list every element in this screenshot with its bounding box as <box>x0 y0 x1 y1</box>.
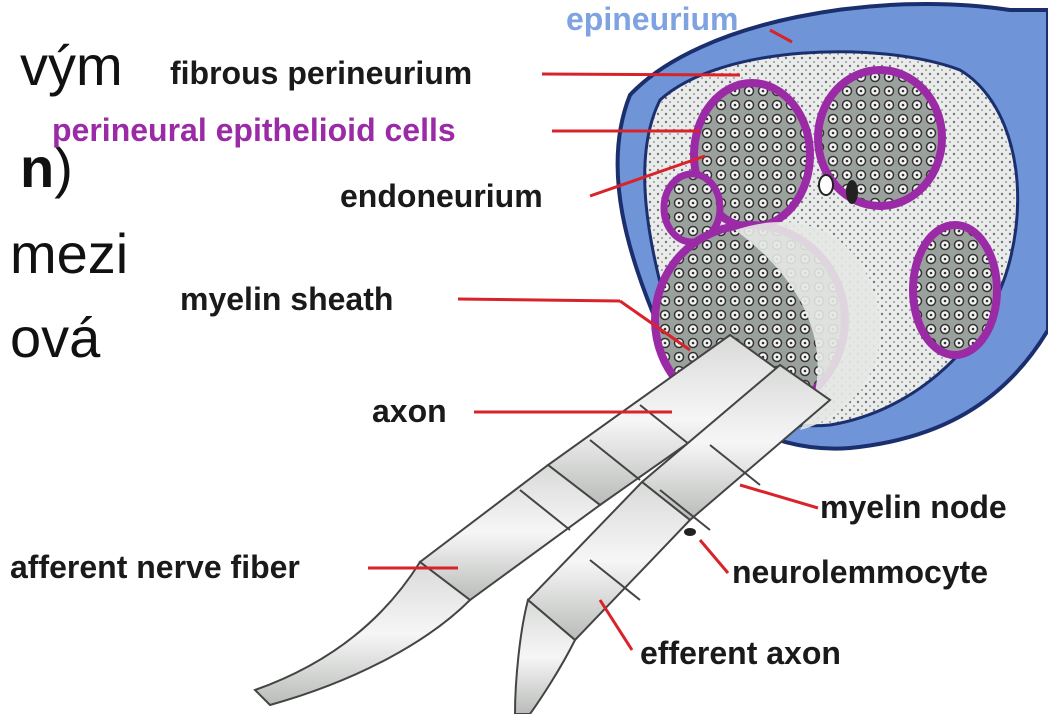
label-perineural-epithelioid-cells: perineural epithelioid cells <box>52 112 456 148</box>
label-endoneurium: endoneurium <box>340 178 543 214</box>
label-neurolemmocyte: neurolemmocyte <box>732 554 988 590</box>
label-fibrous-perineurium: fibrous perineurium <box>170 55 472 91</box>
label-myelin-node: myelin node <box>820 489 1007 525</box>
fascicle-2 <box>818 70 942 206</box>
fascicle-4 <box>913 225 997 355</box>
vessel-2 <box>819 175 833 195</box>
label-afferent-nerve-fiber: afferent nerve fiber <box>10 549 300 585</box>
label-axon: axon <box>372 393 447 429</box>
label-myelin-sheath: myelin sheath <box>180 281 393 317</box>
label-efferent-axon: efferent axon <box>640 635 841 671</box>
vessel-1 <box>846 180 858 204</box>
label-epineurium: epineurium <box>566 1 738 37</box>
